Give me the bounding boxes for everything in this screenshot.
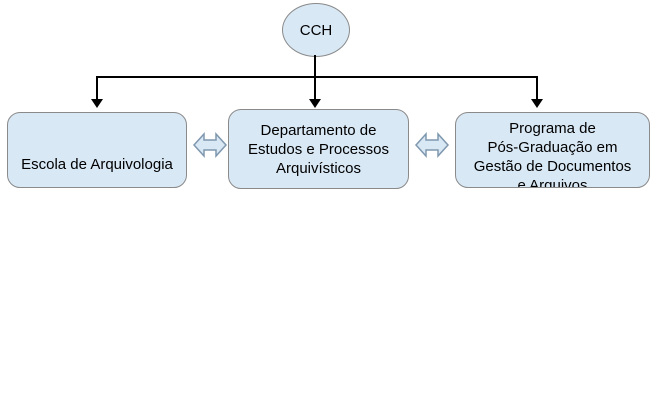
connector-drop-center <box>314 76 316 100</box>
connector-drop-left <box>96 76 98 100</box>
node-label-line: Departamento de <box>260 121 377 139</box>
arrowhead-down-icon <box>309 99 321 108</box>
root-node-label: CCH <box>299 21 333 39</box>
arrowhead-down-icon <box>91 99 103 108</box>
node-label-line: Arquivísticos <box>275 159 362 177</box>
connector-drop-right <box>536 76 538 100</box>
node-label-line: Escola de Arquivologia <box>21 156 173 173</box>
root-node-cch: CCH <box>282 3 350 57</box>
arrowhead-down-icon <box>531 99 543 108</box>
node-label-line: Estudos e Processos <box>248 140 389 158</box>
connector-root-stem <box>314 55 316 77</box>
double-arrow-icon <box>193 132 227 158</box>
connector-horizontal-bar <box>96 76 538 78</box>
double-arrow-icon <box>415 132 449 158</box>
node-label-line: Pós-Graduação em <box>487 139 618 156</box>
node-departamento-estudos-processos: Departamento de Estudos e Processos Arqu… <box>228 109 409 189</box>
node-label-line: Programa de <box>509 120 596 137</box>
node-label-line-clipped: e Arquivos <box>517 177 588 188</box>
node-programa-pos-graduacao: Programa de Pós-Graduação em Gestão de D… <box>455 112 650 188</box>
node-escola-de-arquivologia: Escola de Arquivologia <box>7 112 187 188</box>
node-label-line: Gestão de Documentos <box>473 158 632 175</box>
